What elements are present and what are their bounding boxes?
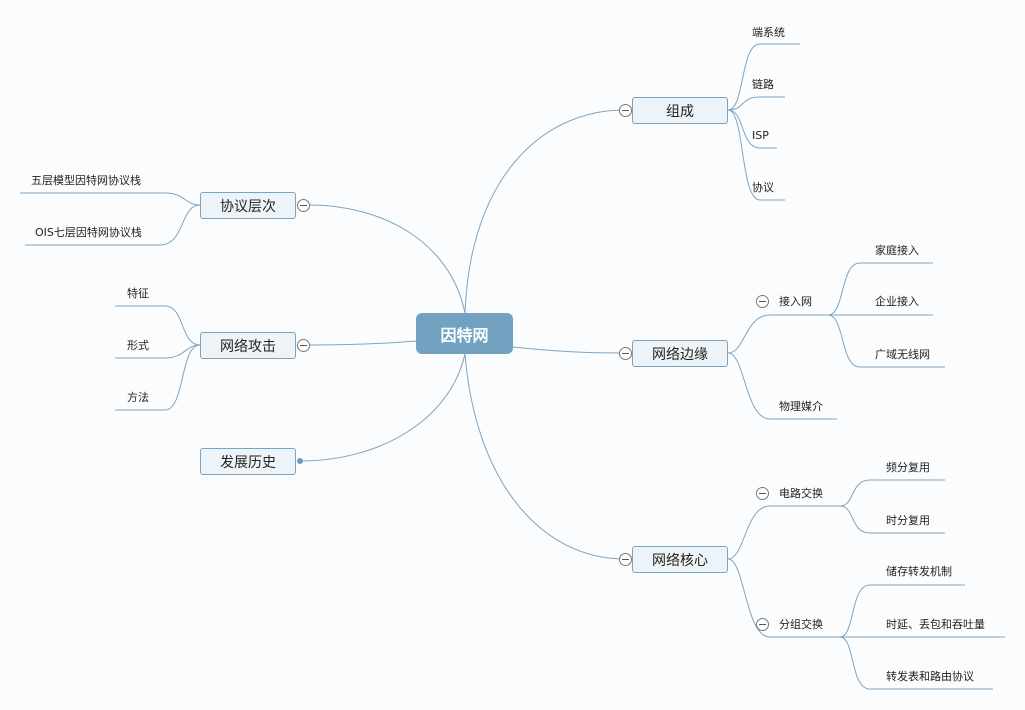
leaf-five-layer-stack[interactable]: 五层模型因特网协议栈 — [31, 174, 141, 187]
leaf-fdm[interactable]: 频分复用 — [886, 461, 930, 474]
subtopic-packet-switching[interactable]: 分组交换 — [779, 618, 823, 631]
collapse-icon[interactable] — [756, 618, 769, 631]
leaf-osi-seven-layer-stack[interactable]: OIS七层因特网协议栈 — [35, 226, 142, 239]
expand-dot-icon[interactable] — [297, 458, 303, 464]
collapse-icon[interactable] — [619, 553, 632, 566]
subtopic-circuit-switching[interactable]: 电路交换 — [779, 487, 823, 500]
leaf-features[interactable]: 特征 — [127, 287, 149, 300]
collapse-icon[interactable] — [619, 347, 632, 360]
leaf-end-system[interactable]: 端系统 — [752, 26, 785, 39]
collapse-icon[interactable] — [756, 487, 769, 500]
collapse-icon[interactable] — [756, 295, 769, 308]
leaf-wide-area-wireless[interactable]: 广域无线网 — [875, 348, 930, 361]
topic-edge[interactable]: 网络边缘 — [632, 340, 728, 367]
leaf-delay-loss-throughput[interactable]: 时延、丢包和吞吐量 — [886, 618, 985, 631]
topic-core[interactable]: 网络核心 — [632, 546, 728, 573]
leaf-methods[interactable]: 方法 — [127, 391, 149, 404]
topic-network-attack[interactable]: 网络攻击 — [200, 332, 296, 359]
central-topic[interactable]: 因特网 — [416, 313, 513, 354]
subtopic-access-network[interactable]: 接入网 — [779, 295, 812, 308]
leaf-enterprise-access[interactable]: 企业接入 — [875, 295, 919, 308]
leaf-tdm[interactable]: 时分复用 — [886, 514, 930, 527]
leaf-forwarding-routing[interactable]: 转发表和路由协议 — [886, 670, 974, 683]
leaf-store-and-forward[interactable]: 储存转发机制 — [886, 565, 952, 578]
collapse-icon[interactable] — [297, 339, 310, 352]
topic-composition[interactable]: 组成 — [632, 97, 728, 124]
leaf-isp[interactable]: ISP — [752, 129, 769, 142]
leaf-home-access[interactable]: 家庭接入 — [875, 244, 919, 257]
topic-protocol-layers[interactable]: 协议层次 — [200, 192, 296, 219]
topic-history[interactable]: 发展历史 — [200, 448, 296, 475]
leaf-link[interactable]: 链路 — [752, 78, 774, 91]
leaf-protocol[interactable]: 协议 — [752, 181, 774, 194]
collapse-icon[interactable] — [297, 199, 310, 212]
leaf-physical-media[interactable]: 物理媒介 — [779, 400, 823, 413]
collapse-icon[interactable] — [619, 104, 632, 117]
leaf-forms[interactable]: 形式 — [127, 339, 149, 352]
